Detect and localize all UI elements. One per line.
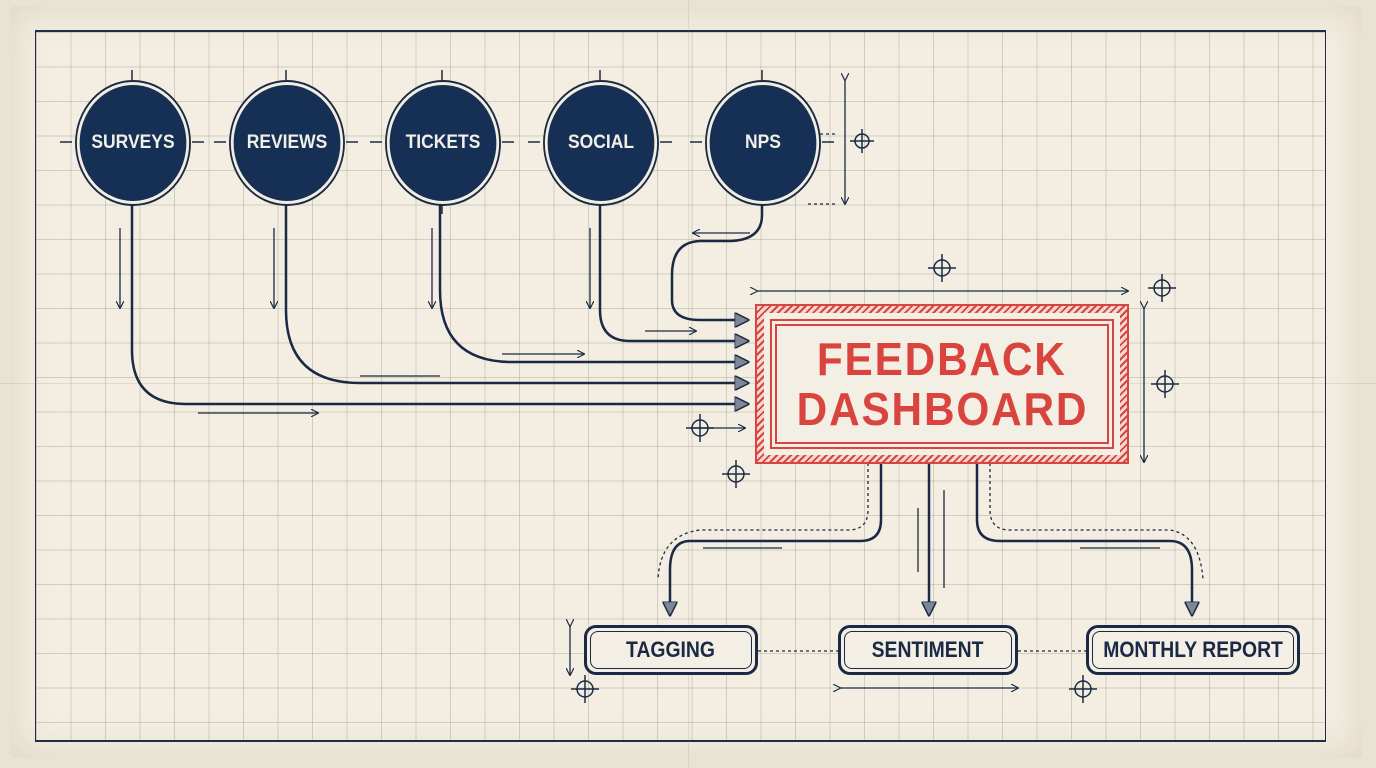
output-label: TAGGING xyxy=(626,637,716,662)
output-label: SENTIMENT xyxy=(872,637,984,662)
output-node-sentiment: SENTIMENT xyxy=(838,625,1018,675)
hub-title-line1: FEEDBACK xyxy=(817,333,1067,385)
source-node-social: SOCIAL xyxy=(544,82,658,204)
output-label: MONTHLY REPORT xyxy=(1103,637,1283,662)
source-label: TICKETS xyxy=(405,132,481,153)
source-label: REVIEWS xyxy=(246,132,328,153)
source-node-nps: NPS xyxy=(706,82,820,204)
source-label: SURVEYS xyxy=(91,132,175,153)
source-node-tickets: TICKETS xyxy=(386,82,500,204)
source-node-surveys: SURVEYS xyxy=(76,82,190,204)
source-label: NPS xyxy=(745,132,781,153)
source-node-reviews: REVIEWS xyxy=(230,82,344,204)
hub-title-line2: DASHBOARD xyxy=(796,383,1088,435)
source-label: SOCIAL xyxy=(567,132,635,153)
hub-inner-frame: FEEDBACK DASHBOARD xyxy=(770,319,1114,449)
feedback-dashboard-hub: FEEDBACK DASHBOARD xyxy=(755,304,1129,464)
output-node-monthly-report: MONTHLY REPORT xyxy=(1086,625,1300,675)
output-node-tagging: TAGGING xyxy=(584,625,758,675)
